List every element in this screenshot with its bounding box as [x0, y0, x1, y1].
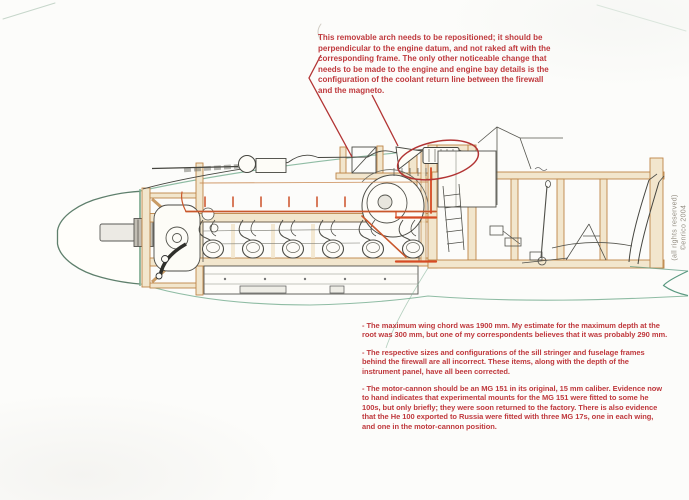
cowl-gun-deck	[142, 149, 429, 190]
watermark-rights: (all rights reserved)	[671, 194, 679, 261]
note-line: perpendicular to the engine datum, and n…	[318, 43, 551, 53]
cockpit-truss-top-rail	[431, 171, 665, 180]
note-line: - The maximum wing chord was 1900 mm. My…	[362, 321, 660, 330]
note-line: behind the firewall are all incorrect. T…	[362, 357, 629, 367]
note-line: and one in the motor-cannon position.	[362, 421, 497, 431]
gun-drum	[238, 155, 256, 173]
seat-frame	[565, 223, 607, 261]
note-line: This removable arch needs to be repositi…	[318, 33, 543, 42]
note-line: and the magneto.	[318, 85, 385, 95]
oil-pan	[203, 265, 419, 295]
control-stick	[540, 185, 548, 259]
spinner-outline	[56, 189, 141, 286]
bottom-note-motor-cannon: - The motor-cannon should be an MG 151 i…	[362, 384, 662, 431]
note-line: - The respective sizes and configuration…	[362, 348, 645, 357]
bottom-note-wing-chord: - The maximum wing chord was 1900 mm. My…	[362, 321, 667, 340]
cockpit-interior	[442, 173, 665, 266]
note-line: needs to be made to the engine and engin…	[318, 64, 549, 74]
note-line: root was 300 mm, but one of my correspon…	[362, 330, 668, 340]
wing-root-curves	[385, 266, 689, 349]
note-line: instrument panel, have all been correcte…	[362, 366, 510, 376]
corner-marks	[2, 2, 687, 41]
leader-line-magneto	[371, 94, 399, 147]
fuel-tank	[437, 126, 563, 208]
note-line: corresponding frame. The only other noti…	[318, 54, 547, 64]
seat-back-curves	[628, 179, 660, 265]
bottom-note-sill-stringer: - The respective sizes and configuration…	[362, 348, 645, 376]
note-line: to hand indicates that experimental moun…	[362, 393, 649, 403]
supercharger	[361, 169, 429, 238]
headrest-pylon	[477, 126, 563, 205]
gun-breech	[255, 158, 287, 173]
instrument-panel	[442, 183, 465, 253]
note-line: 100s, but only briefly; they were soon r…	[362, 402, 658, 412]
coolant-lines	[181, 167, 438, 263]
rudder-pedals	[489, 225, 504, 236]
reduction-gear	[153, 204, 201, 280]
note-line: that the He 100 exported to Russia were …	[362, 412, 654, 422]
red-ellipse-highlight	[396, 139, 480, 181]
copyright-watermark: (all rights reserved) ©enrico 2004	[672, 180, 689, 276]
note-line: - The motor-cannon should be an MG 151 i…	[362, 384, 663, 393]
watermark-copyright: ©enrico 2004	[680, 204, 687, 251]
annotation-marks	[308, 54, 480, 181]
top-annotation-note: This removable arch needs to be repositi…	[318, 33, 550, 97]
leader-line-arch	[308, 54, 353, 158]
wing-leading-edge	[385, 267, 429, 349]
note-line: configuration of the coolant return line…	[318, 75, 544, 85]
